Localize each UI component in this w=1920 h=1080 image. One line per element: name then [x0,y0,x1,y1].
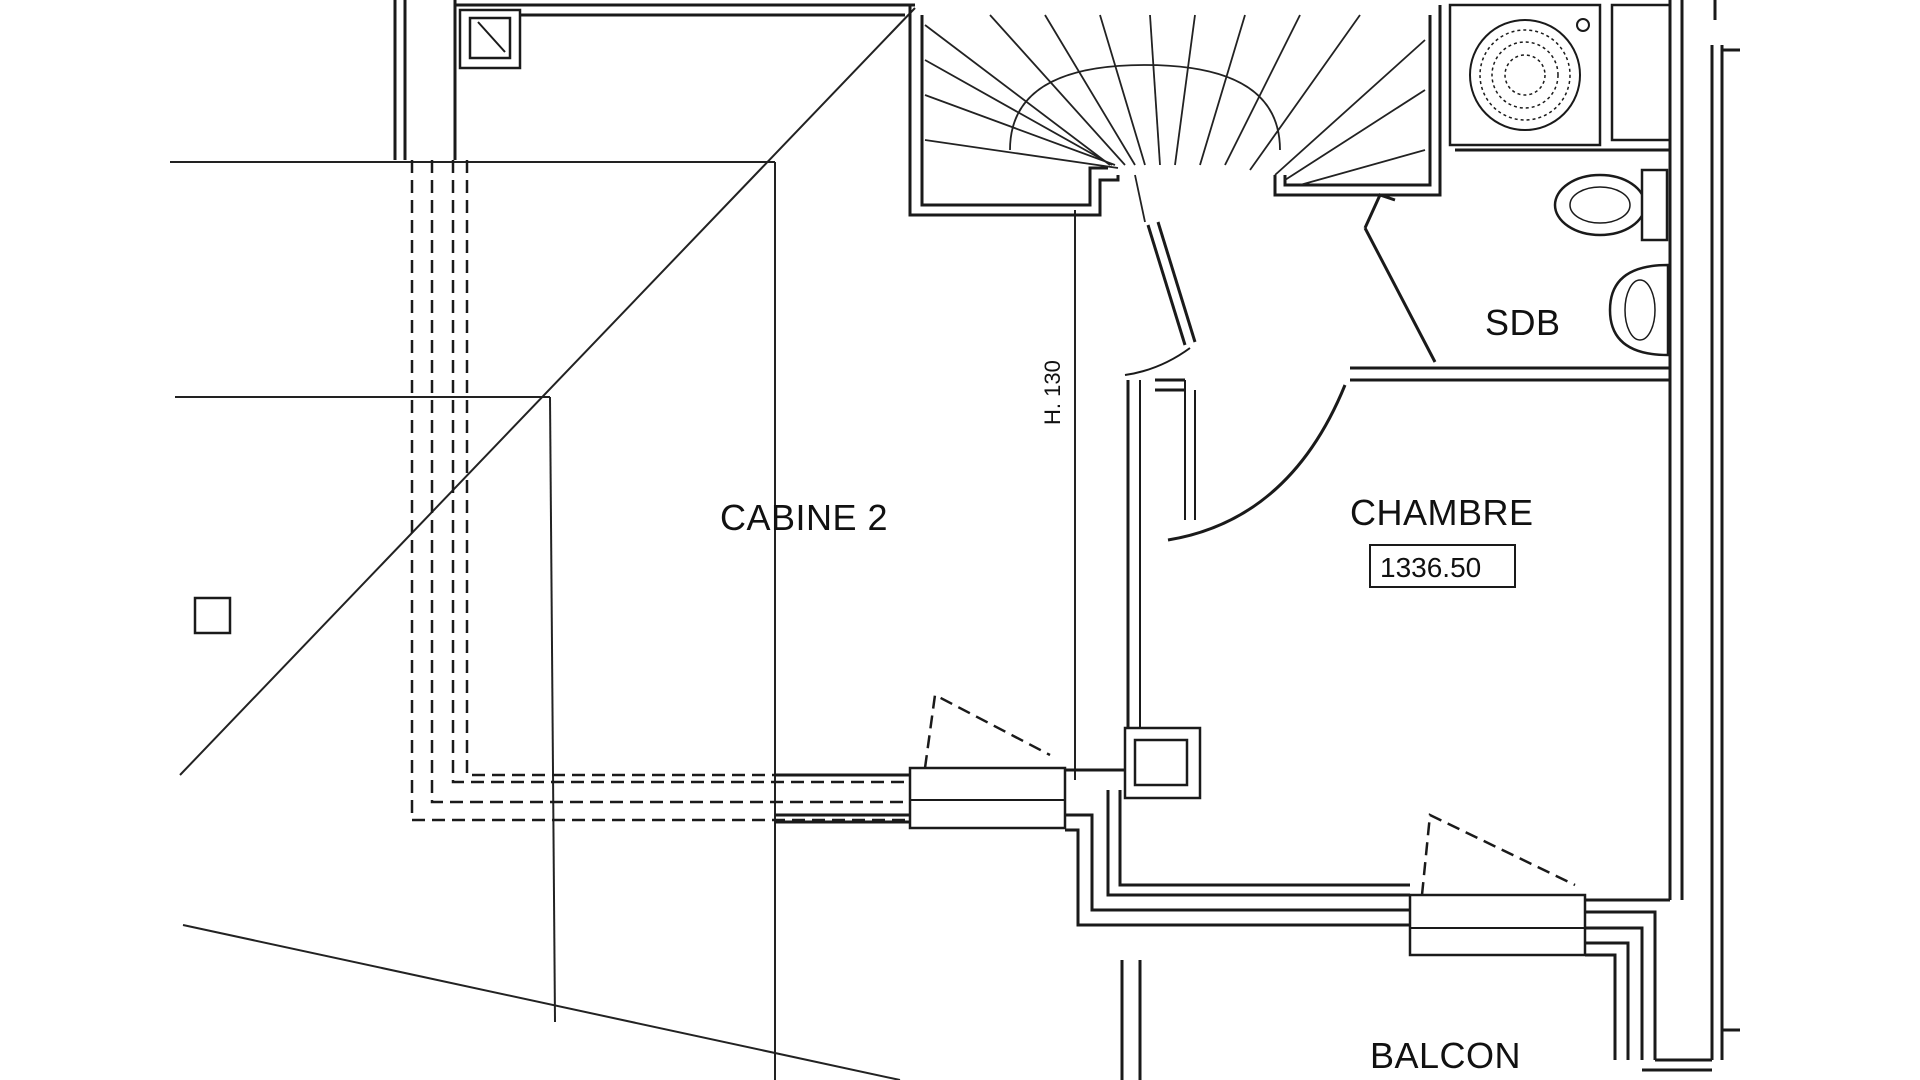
room-label-cabine: CABINE 2 [720,497,888,538]
stair-door [1124,221,1197,376]
partition [1126,378,1196,730]
roof-lines [170,7,1076,1080]
staircase [908,5,1442,223]
toilet [1553,168,1669,242]
ceiling-height-label: H. 130 [1040,360,1065,425]
right-wall [1710,0,1740,1060]
shower [1448,3,1672,147]
window-cabine [908,693,1067,830]
sdb-walls [1350,0,1684,900]
chambre-area: 1336.50 [1380,552,1481,583]
room-label-sdb: SDB [1485,302,1561,343]
small-box [193,596,232,635]
pillar [1123,726,1202,800]
left-wall [393,0,915,160]
washbasin [1608,263,1670,357]
duct-top-left [458,8,522,70]
room-label-chambre: CHAMBRE [1350,492,1534,533]
lower-walls [775,768,1410,927]
dashed-outline [410,160,910,822]
balcon-walls [1585,898,1712,1072]
window-chambre [1408,813,1587,957]
chambre-area-box: 1336.50 [1369,544,1516,588]
room-label-balcon: BALCON [1370,1035,1521,1076]
chambre-door-swing [1167,384,1347,542]
balcon-post [1120,960,1142,1080]
